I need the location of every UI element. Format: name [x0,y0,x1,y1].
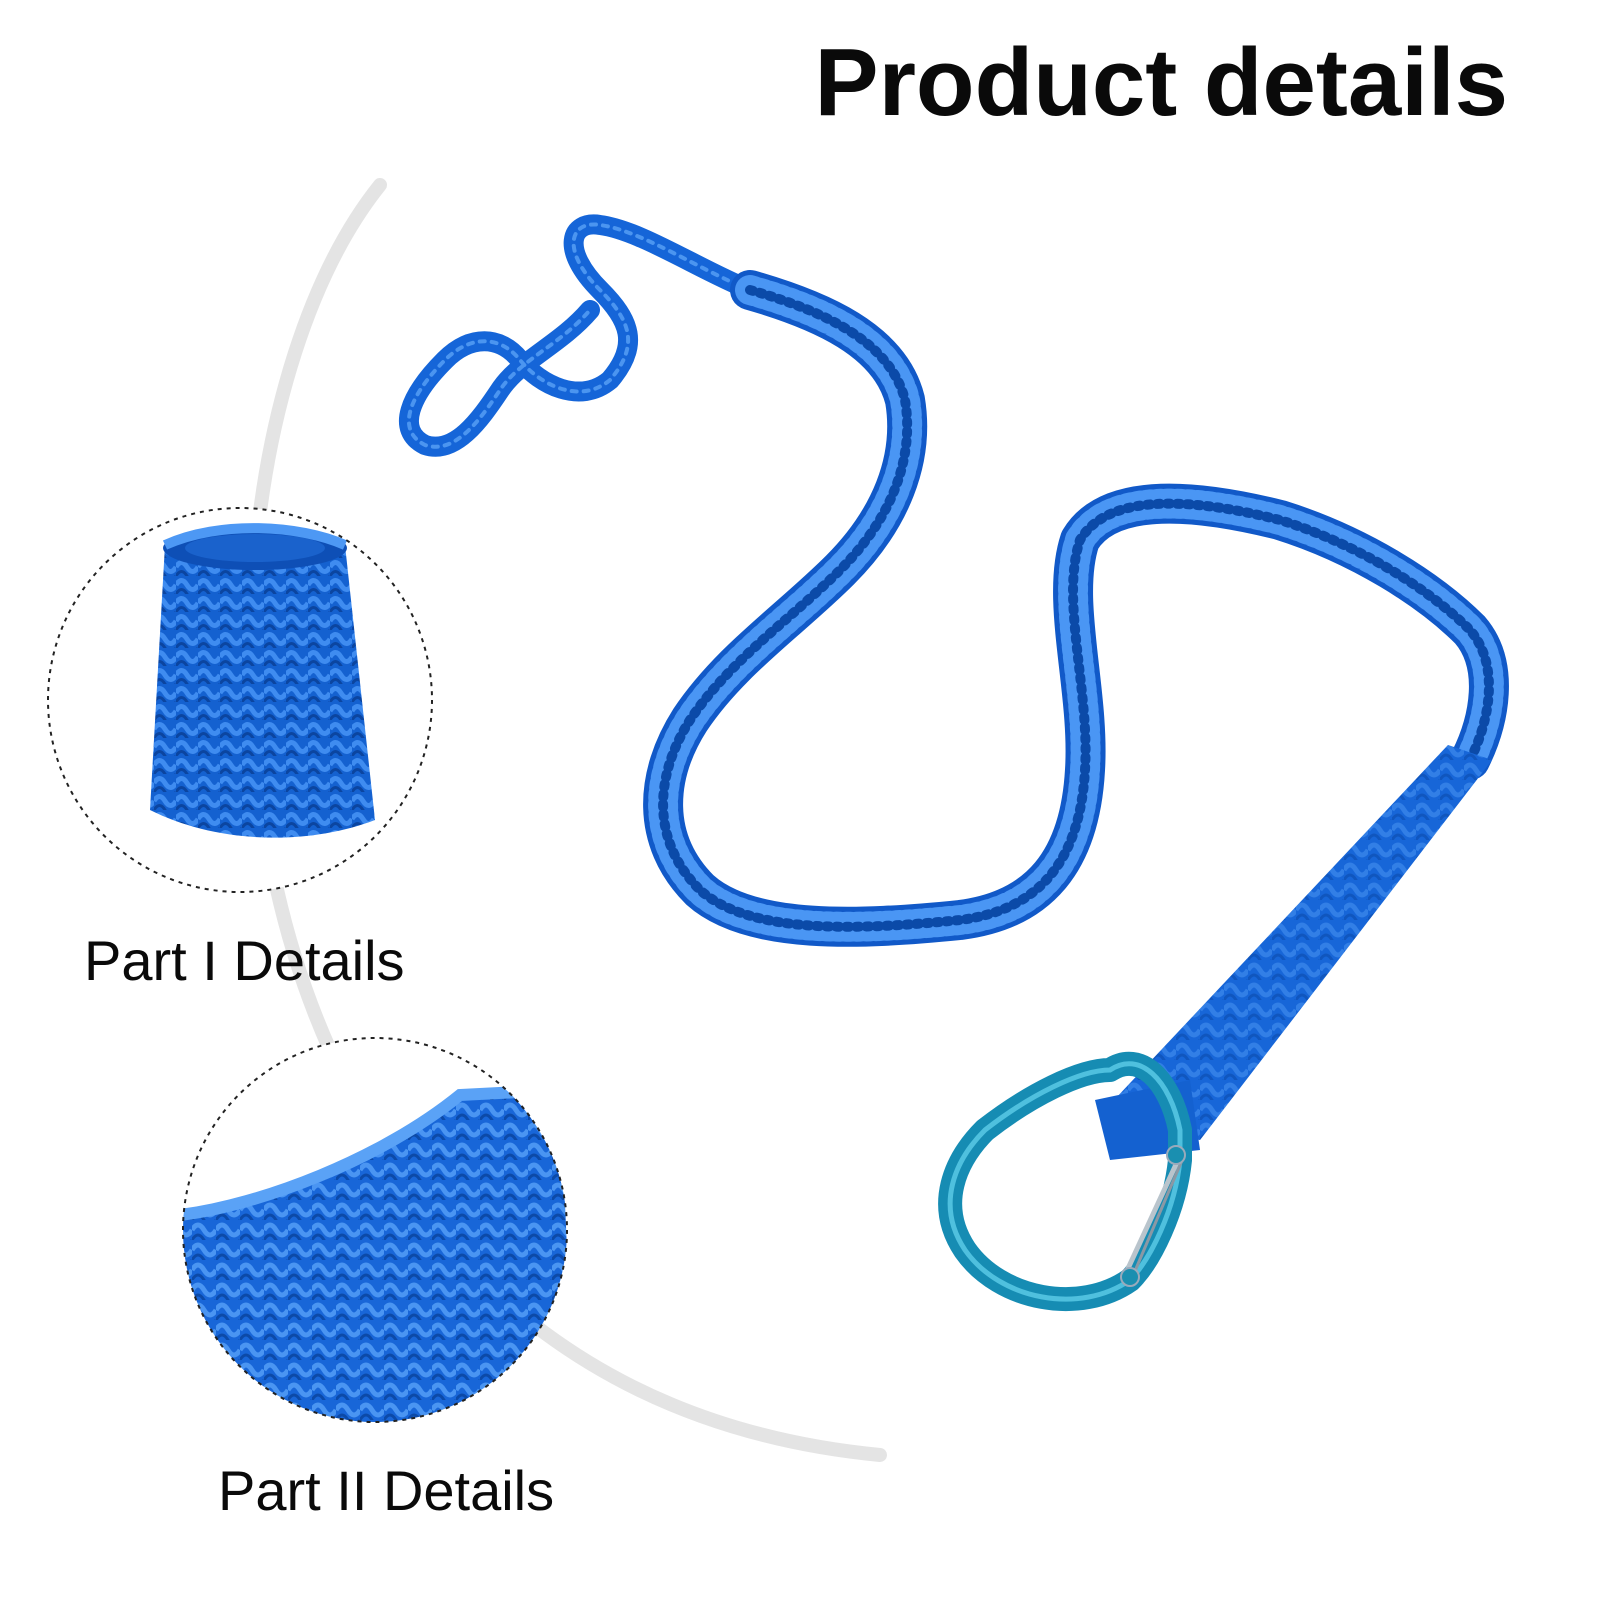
detail-circle-part-2 [182,1037,568,1423]
caption-part-2: Part II Details [218,1459,555,1522]
webbing-strap [1095,745,1492,1160]
bungee-cord [643,270,1509,947]
page-title: Product details [814,29,1508,136]
caption-part-1: Part I Details [84,929,405,992]
detail-circle-part-1 [47,507,433,893]
cord-loop [399,214,760,457]
carabiner [938,1051,1192,1311]
background-arc [243,178,887,1462]
